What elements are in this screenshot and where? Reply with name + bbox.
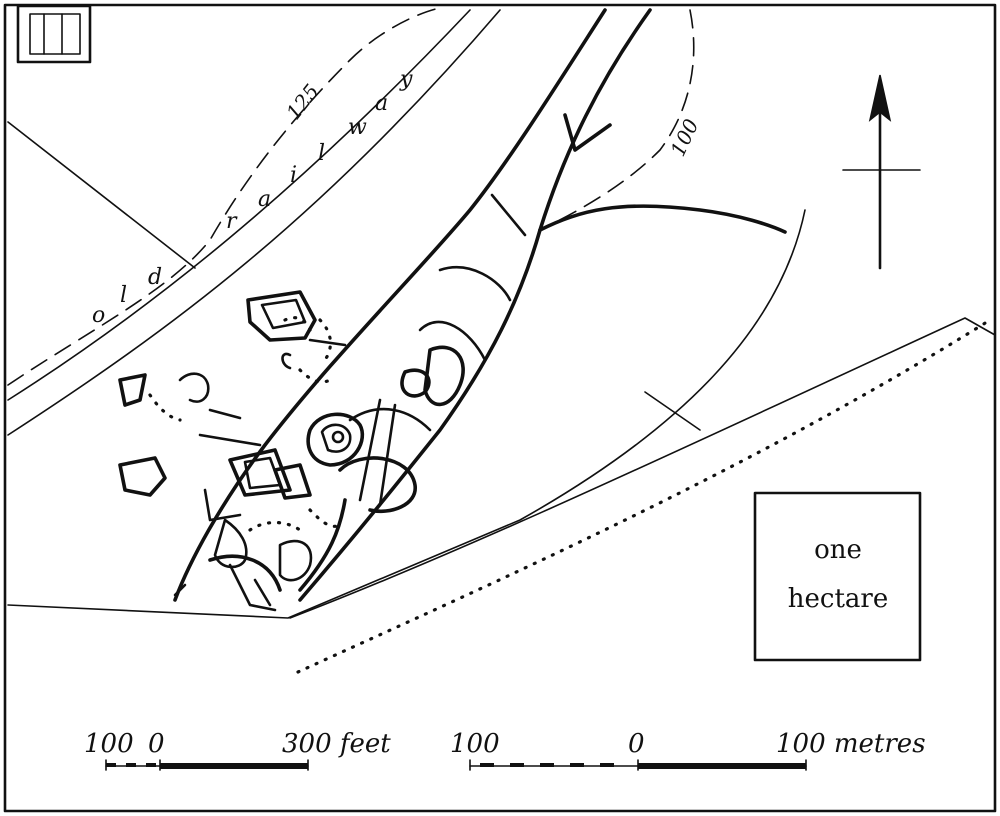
contour-100: 100 (539, 9, 704, 231)
hectare-box: one hectare (753, 491, 922, 662)
dotted-boundary (296, 318, 992, 674)
enclosures (118, 290, 365, 500)
scale-bar-feet: 100 0 300 feet (84, 729, 391, 771)
old-railway (7, 9, 501, 436)
railway-letter: l (318, 141, 325, 166)
contour-label-100: 100 (666, 115, 704, 160)
railway-label: o l d r a i l w a y (92, 67, 413, 328)
building-fragment (16, 4, 92, 64)
railway-letter: a (375, 91, 388, 116)
scale-feet-right-label: 300 feet (282, 729, 391, 759)
contour-label-125: 125 (281, 79, 323, 124)
scale-metres-right-label: 100 metres (776, 729, 926, 759)
scale-feet-zero-label: 0 (148, 729, 165, 759)
railway-letter: d (148, 265, 162, 290)
scale-metres-left-label: 100 (450, 729, 500, 759)
railway-letter: i (290, 163, 297, 188)
scale-metres-zero-label: 0 (628, 729, 645, 759)
scale-feet-left-label: 100 (84, 729, 134, 759)
north-arrow-icon (842, 74, 921, 270)
post-hole-clusters (148, 316, 342, 532)
hectare-line-2: hectare (788, 584, 888, 614)
railway-letter: r (226, 209, 238, 234)
excavation-features (173, 8, 787, 612)
scale-bar-metres: 100 0 100 metres (450, 729, 926, 771)
railway-letter: y (399, 67, 413, 92)
railway-letter: a (258, 187, 271, 212)
railway-letter: o (92, 303, 105, 328)
field-boundaries (7, 121, 996, 619)
map-frame (3, 3, 997, 813)
railway-letter: w (348, 115, 367, 140)
hectare-line-1: one (814, 535, 862, 565)
railway-letter: l (120, 283, 127, 308)
contour-125: 125 (7, 7, 441, 386)
